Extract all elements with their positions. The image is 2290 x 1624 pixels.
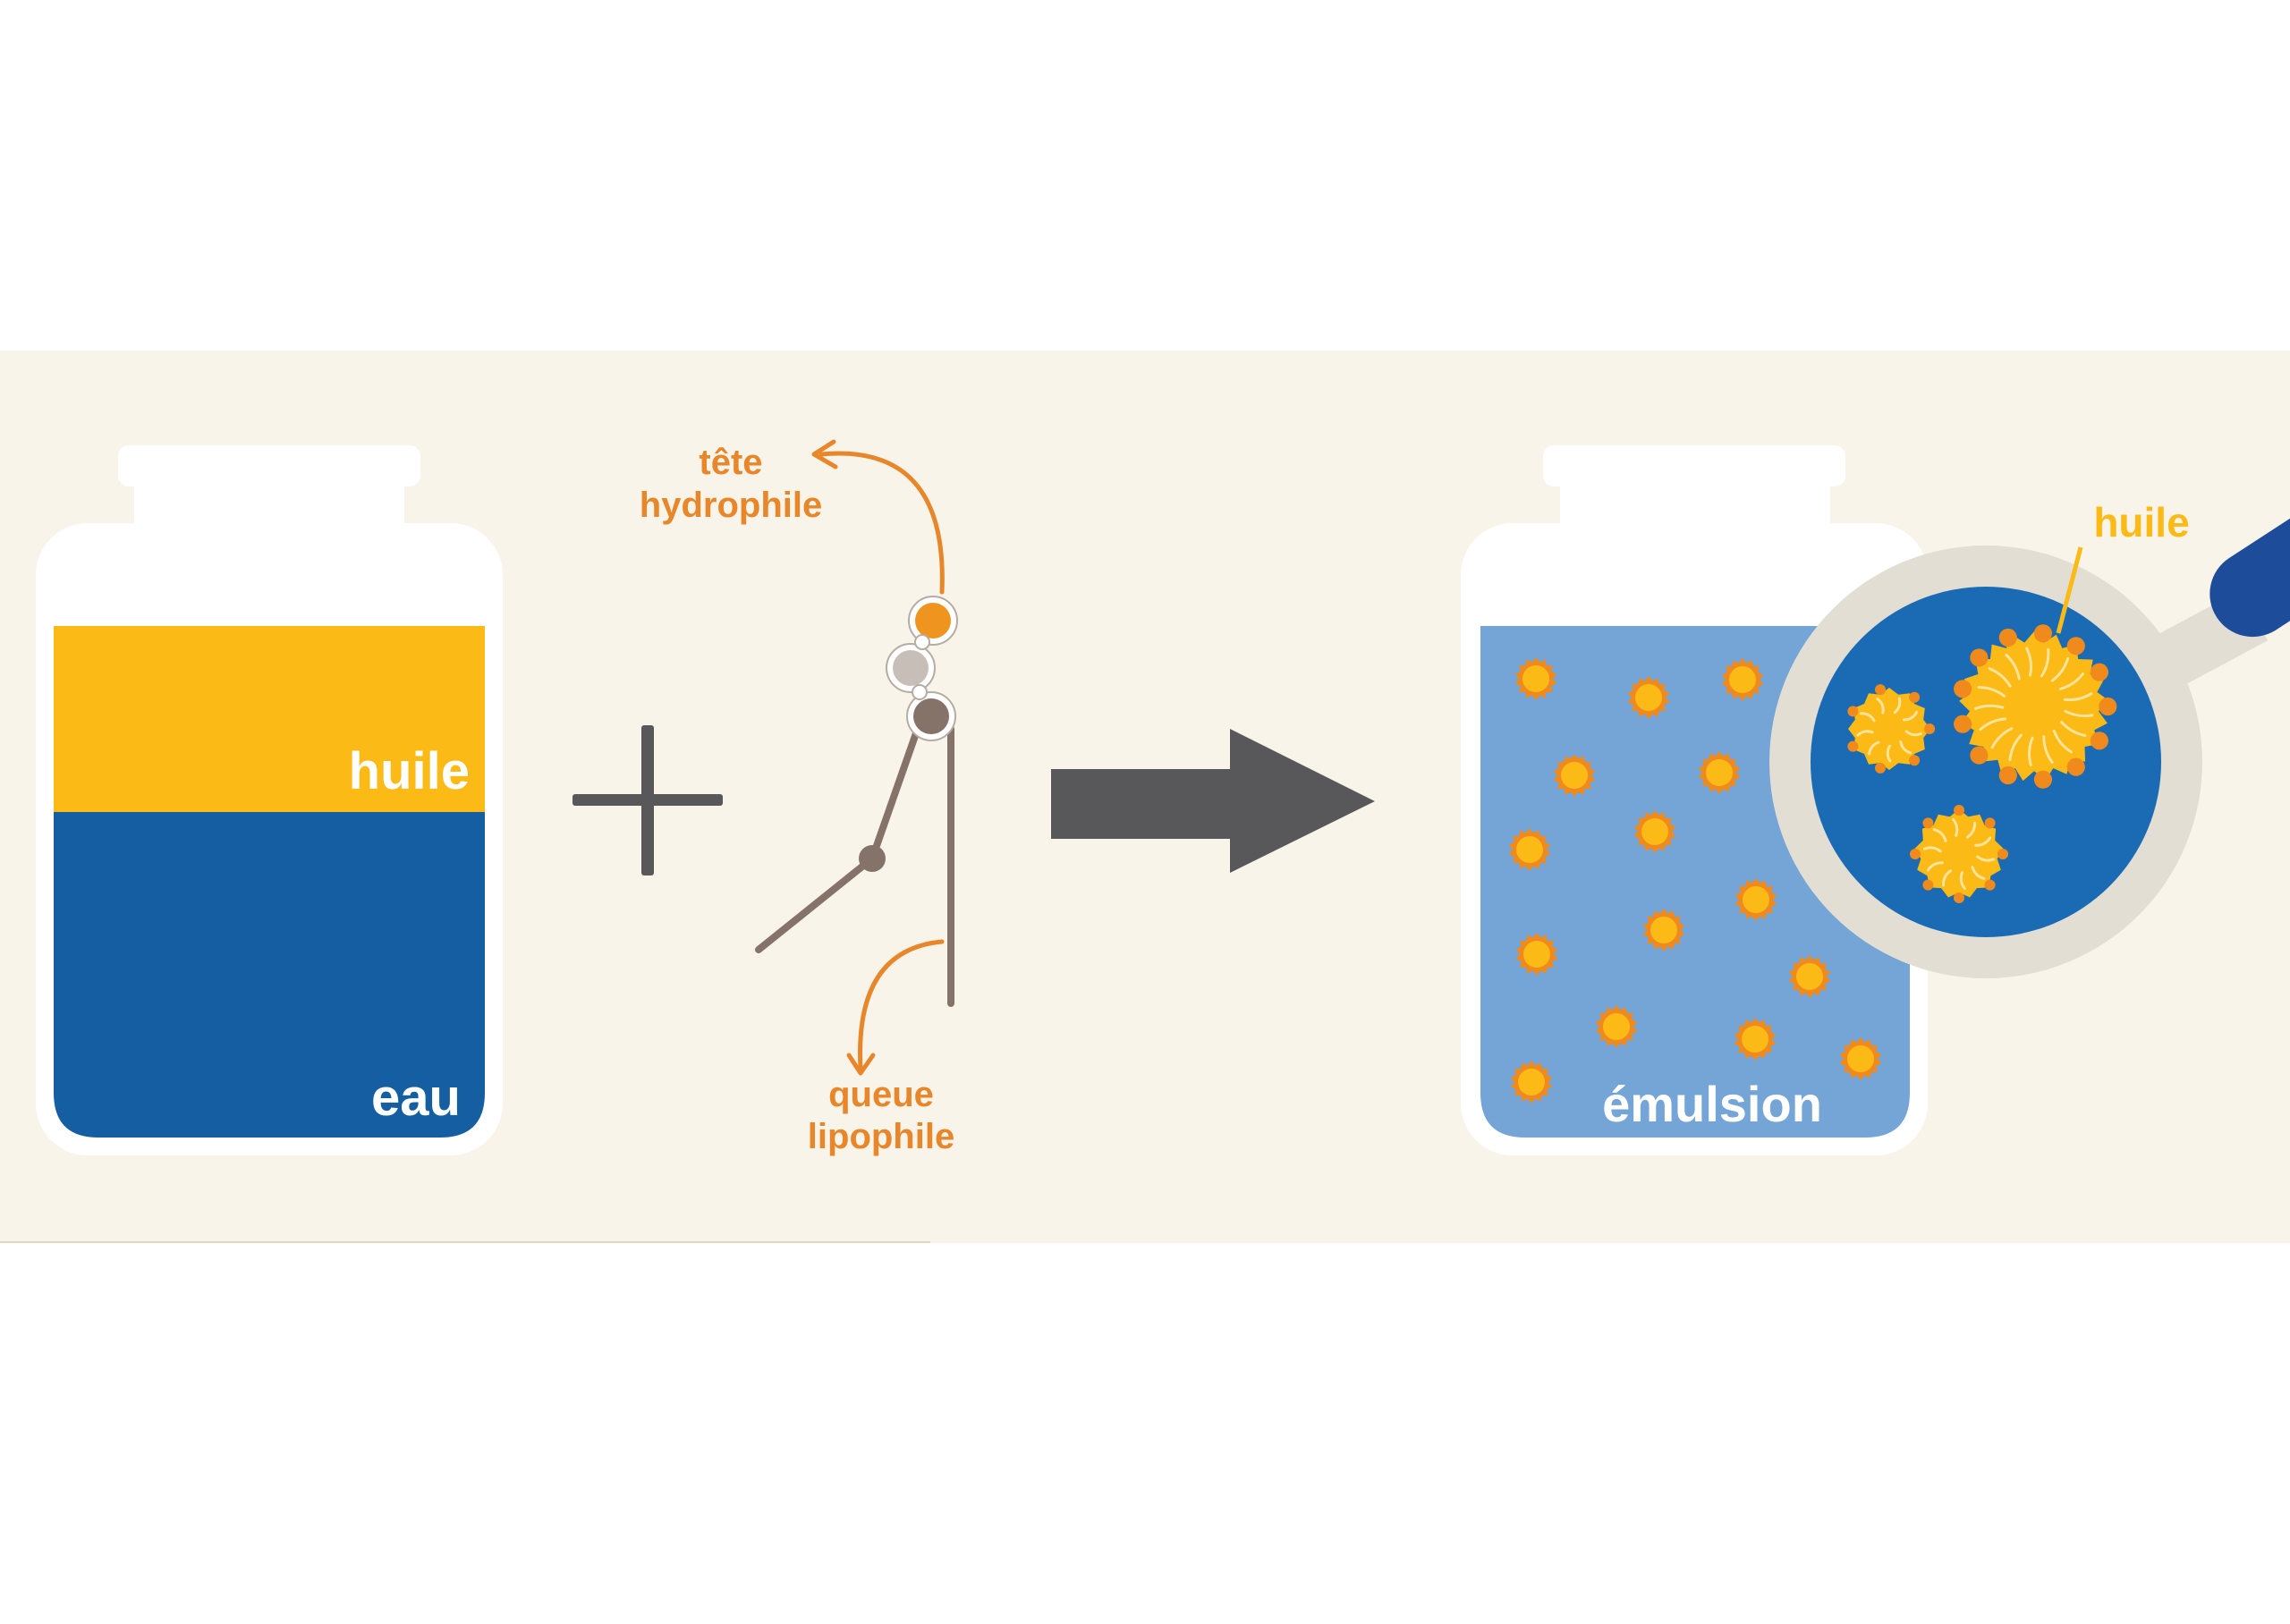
magnifying-glass-icon: huile xyxy=(1769,499,2290,978)
oil-droplet xyxy=(1734,878,1777,921)
water-label: eau xyxy=(371,1069,461,1127)
tail-label-line1: queue xyxy=(828,1075,934,1114)
right-arrow-icon xyxy=(1051,729,1375,873)
oil-zoom-label: huile xyxy=(2093,499,2189,546)
tail-label-line2: lipophile xyxy=(808,1117,954,1156)
oil-label: huile xyxy=(349,742,470,800)
oil-droplet xyxy=(1510,1061,1553,1104)
oil-droplet xyxy=(1633,810,1676,853)
surfactant-molecule xyxy=(755,596,958,1007)
emulsion-label: émulsion xyxy=(1602,1076,1822,1132)
atom-dark-core xyxy=(913,698,949,734)
tail-arrow-curve xyxy=(858,939,945,1071)
water-layer xyxy=(54,809,485,1138)
oil-droplet xyxy=(1839,1037,1882,1080)
jar-lid xyxy=(118,445,420,486)
oil-droplet xyxy=(1515,933,1558,976)
oil-droplet xyxy=(1721,658,1764,701)
plus-icon xyxy=(572,725,723,875)
magnified-oil-droplet xyxy=(1910,805,2008,903)
oil-droplet xyxy=(1508,828,1551,871)
oil-droplet xyxy=(1627,676,1670,719)
oil-pointer-line xyxy=(2056,546,2083,634)
link-1 xyxy=(914,634,930,650)
head-arrow-curve xyxy=(818,451,945,595)
atom-orange-core xyxy=(915,603,951,639)
oil-droplet xyxy=(1514,657,1557,700)
tail-joint xyxy=(859,845,886,872)
head-label-line2: hydrophile xyxy=(640,486,822,525)
hydrophilic-head-annotation: tête hydrophile xyxy=(640,439,945,595)
emulsion-droplets xyxy=(1508,657,1882,1104)
head-label-line1: tête xyxy=(699,443,762,482)
tail-chain-a xyxy=(869,730,920,862)
oil-droplet xyxy=(1642,909,1685,952)
oil-droplet xyxy=(1734,1018,1777,1061)
magnified-droplets xyxy=(1847,624,2117,903)
oil-droplet xyxy=(1698,751,1741,794)
tail-arrow-tip xyxy=(846,1053,876,1076)
tail-chain-b xyxy=(755,855,876,953)
emulsion-jar: émulsion xyxy=(1461,445,1928,1155)
lipophilic-tail-annotation: queue lipophile xyxy=(808,939,954,1156)
magnified-oil-droplet xyxy=(1847,684,1936,774)
magnifier-handle xyxy=(2209,500,2290,638)
jar-lid xyxy=(1543,445,1845,486)
oil-layer xyxy=(54,626,485,812)
magnified-oil-droplet xyxy=(1954,624,2117,789)
oil-droplet xyxy=(1595,1005,1638,1048)
oil-droplet xyxy=(1553,754,1596,797)
atom-grey-core xyxy=(893,650,929,686)
link-2 xyxy=(912,684,928,700)
oil-droplet xyxy=(1788,955,1831,998)
head-arrow-tip xyxy=(811,439,838,469)
oil-water-jar: huile eau xyxy=(36,445,503,1155)
